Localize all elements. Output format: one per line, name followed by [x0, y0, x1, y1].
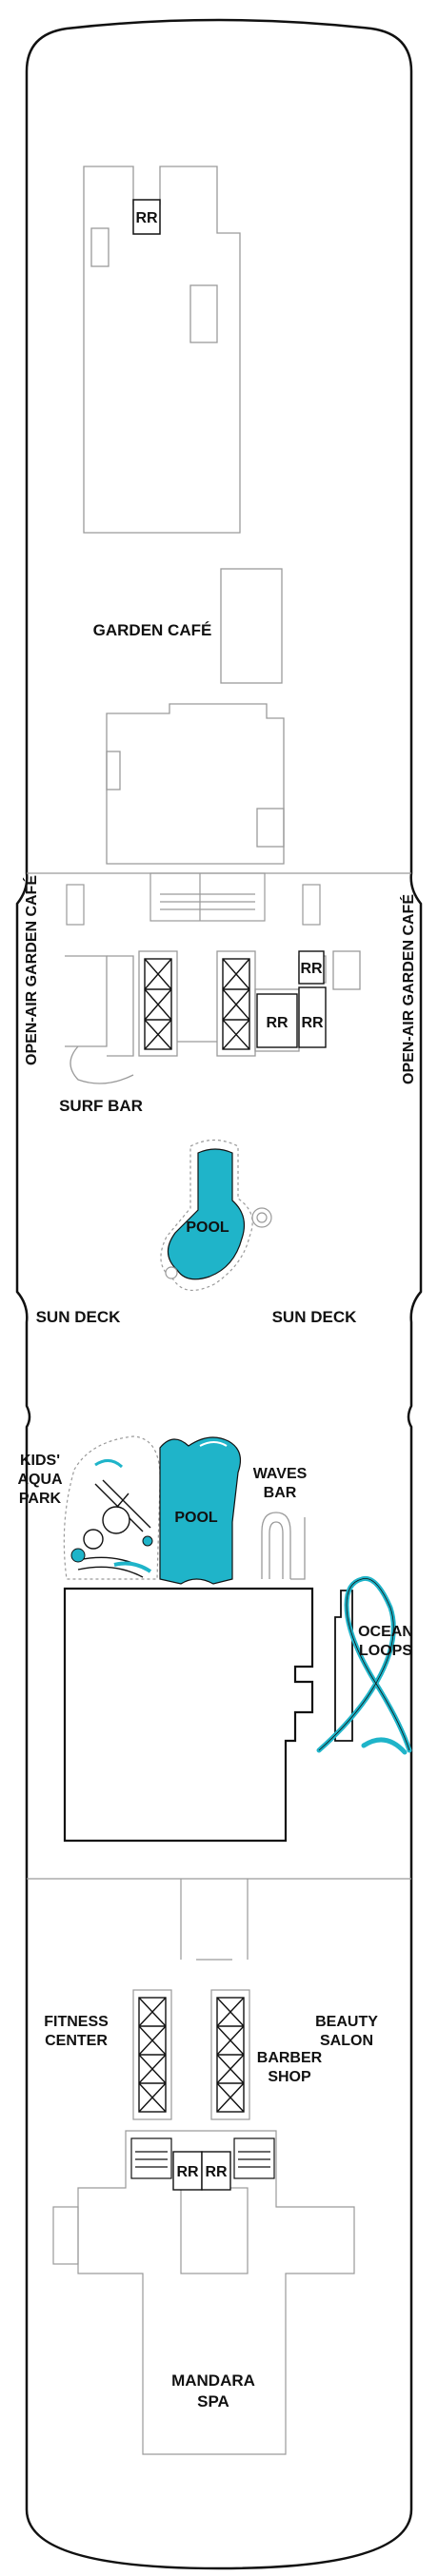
rr-mid-c-label: RR	[300, 961, 323, 977]
waves-bar-label-line2: BAR	[264, 1485, 297, 1501]
rr-aft-boxes	[172, 2151, 231, 2191]
aft-corridor	[180, 1879, 249, 1961]
kids-pool-label: POOL	[174, 1510, 218, 1526]
garden-cafe-service-area	[106, 703, 285, 865]
main-pool-label: POOL	[186, 1220, 229, 1236]
ship-hull-outline	[15, 18, 423, 2570]
kids-splash-pools	[70, 1459, 153, 1573]
aft-service-walls	[132, 1989, 250, 2120]
elevator-bank-right	[222, 958, 250, 1050]
rr-mid-a-label: RR	[266, 1015, 289, 1031]
stair-core-forward	[66, 872, 321, 926]
ocean-loops-frame	[334, 1590, 353, 1742]
central-deckhouse-outline	[63, 1587, 314, 1843]
sun-deck-right-label: SUN DECK	[272, 1308, 358, 1326]
ocean-loops-label-line1: OCEAN	[358, 1624, 413, 1640]
rr-forward-box	[132, 199, 161, 235]
kids-aqua-park-area	[63, 1435, 161, 1580]
kids-aqua-park-label-line2: AQUA	[17, 1472, 63, 1488]
spa-stairs	[130, 2137, 275, 2179]
sun-deck-left-label: SUN DECK	[36, 1308, 122, 1326]
pool-deck-outline	[160, 1139, 253, 1291]
open-air-garden-cafe-left-label: OPEN-AIR GARDEN CAFÉ	[22, 875, 40, 1065]
open-air-garden-cafe-right-label: OPEN-AIR GARDEN CAFÉ	[399, 894, 417, 1084]
aft-elevator-left	[138, 1997, 167, 2113]
main-pool-water	[167, 1148, 245, 1280]
surf-bar-label: SURF BAR	[59, 1097, 143, 1115]
mandara-spa-label-line1: MANDARA	[171, 2371, 255, 2390]
kids-aqua-park-label-line1: KIDS'	[20, 1453, 60, 1469]
rr-mid-boxes	[256, 950, 327, 1048]
ocean-loops-label-line2: LOOPS	[359, 1643, 412, 1659]
rr-aft-b-label: RR	[205, 2164, 228, 2180]
waves-bar-counter	[261, 1512, 306, 1580]
garden-cafe-label: GARDEN CAFÉ	[93, 621, 212, 639]
aft-elevator-right	[216, 1997, 245, 2113]
fitness-center-label-line1: FITNESS	[44, 2014, 109, 2030]
mandara-spa-label-line2: SPA	[197, 2392, 229, 2410]
kids-aqua-park-label-line3: PARK	[19, 1491, 62, 1507]
rr-forward-label: RR	[135, 210, 158, 226]
waves-bar-label-line1: WAVES	[253, 1466, 308, 1482]
kids-pool-water	[159, 1436, 241, 1585]
kids-water-slides	[77, 1479, 151, 1578]
rr-mid-b-label: RR	[301, 1015, 324, 1031]
garden-cafe-counter	[220, 568, 283, 684]
kids-pool-ladder	[199, 1441, 228, 1447]
beauty-salon-label-line2: SALON	[320, 2033, 373, 2049]
beauty-salon-label-line1: BEAUTY	[315, 2014, 378, 2030]
elevator-bank-left	[144, 958, 172, 1050]
barber-shop-label-line1: BARBER	[257, 2050, 323, 2066]
forward-buffet-structure	[83, 166, 241, 534]
hot-tubs	[165, 1207, 272, 1279]
ocean-loops-slide-outline	[318, 1577, 410, 1751]
barber-shop-label-line2: SHOP	[268, 2069, 311, 2085]
fitness-center-label-line2: CENTER	[45, 2033, 108, 2049]
rr-aft-a-label: RR	[176, 2164, 199, 2180]
